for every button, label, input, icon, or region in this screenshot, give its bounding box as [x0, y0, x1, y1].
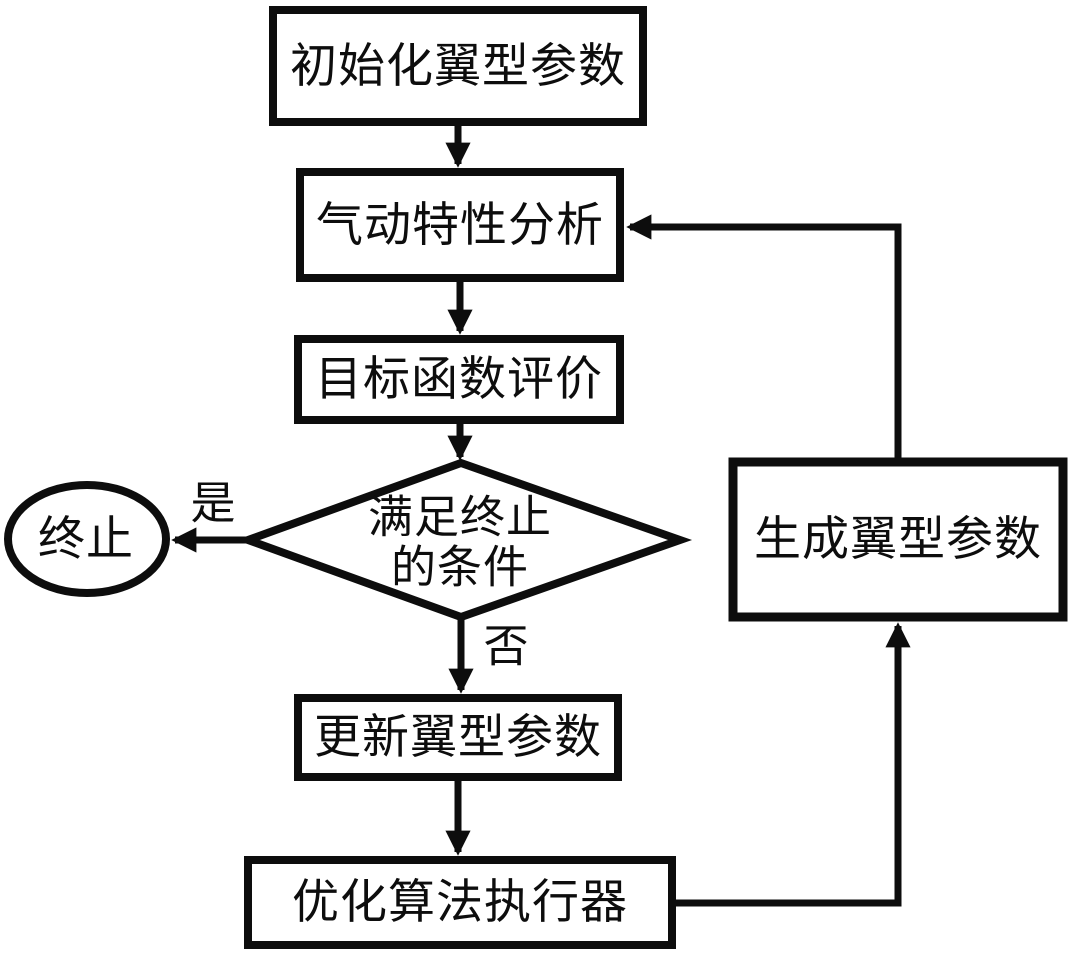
edge-generate-to-aero — [626, 214, 902, 462]
node-generate-label: 生成翼型参数 — [754, 513, 1042, 566]
node-init-label: 初始化翼型参数 — [290, 40, 626, 93]
node-decision-label-line1: 满足终止 — [367, 492, 553, 543]
node-objective-label: 目标函数评价 — [315, 353, 603, 406]
node-optimizer-box — [244, 856, 676, 949]
node-generate-box — [728, 457, 1068, 622]
edge-label-no: 否 — [483, 621, 529, 672]
edge-label-yes: 是 — [190, 478, 236, 529]
node-aero-box — [296, 168, 624, 282]
node-terminate-label: 终止 — [38, 513, 134, 566]
node-decision-label: 满足终止 的条件 — [368, 493, 552, 594]
node-optimizer-label: 优化算法执行器 — [292, 876, 628, 929]
edge-optimizer-to-generate — [672, 622, 911, 907]
node-terminate-ellipse — [4, 481, 170, 597]
node-init-box — [269, 6, 647, 126]
node-update-label: 更新翼型参数 — [314, 711, 602, 764]
node-decision-diamond — [236, 458, 693, 622]
node-aero-label: 气动特性分析 — [316, 199, 604, 252]
node-update-box — [294, 694, 622, 781]
node-decision-label-line2: 的条件 — [390, 543, 530, 593]
node-objective-box — [294, 335, 624, 424]
